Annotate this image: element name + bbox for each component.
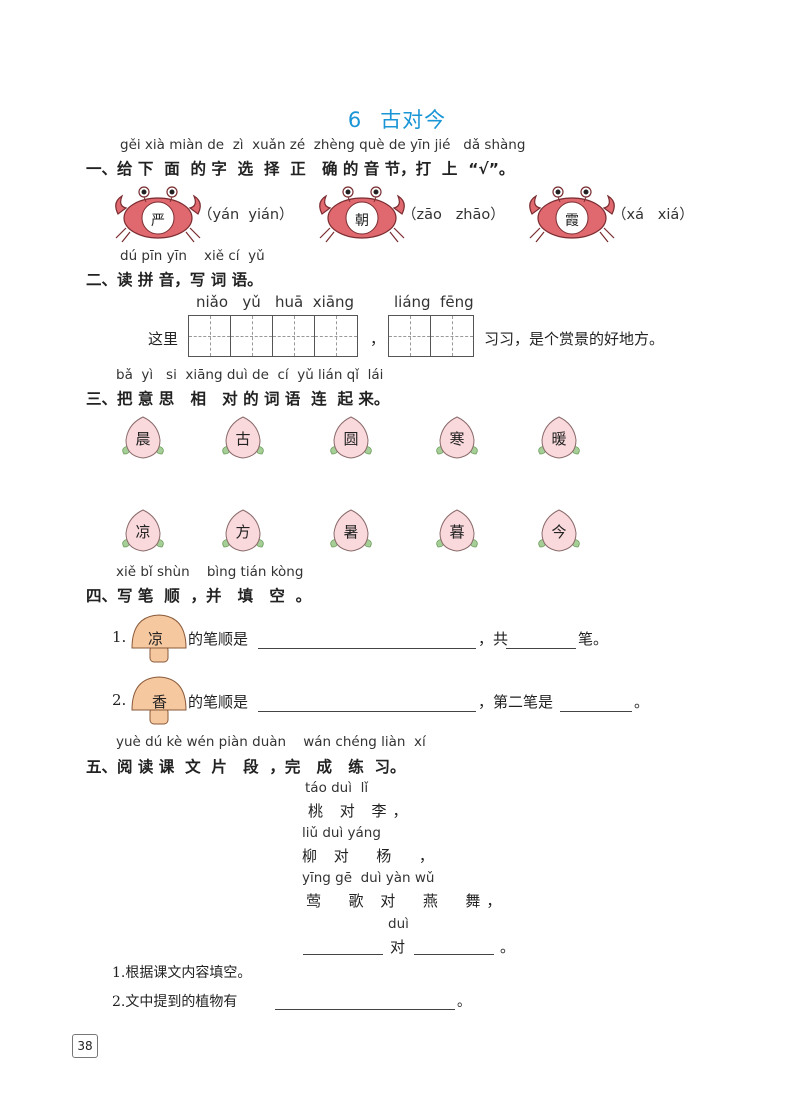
peach-icon <box>436 416 478 459</box>
blank-pinyin: duì <box>388 916 409 932</box>
q4-item2-text2: ，第二笔是 <box>478 693 554 711</box>
q4-item2-text3: 。 <box>634 693 650 711</box>
mushroom-icon <box>131 676 187 725</box>
q1-char-2: 朝 <box>355 213 369 229</box>
q4-item1-stroke-blank[interactable] <box>258 630 476 649</box>
q2-prefix: 这里 <box>148 330 179 348</box>
q2-writing-grid-2[interactable] <box>388 315 474 357</box>
poem-line-3-pinyin: yīng gē duì yàn wǔ <box>302 870 435 886</box>
q3-heading: 三、把 意 思 相 对 的 词 语 连 起 来。 <box>86 390 390 408</box>
q4-heading: 四、写 笔 顺 ，并 填 空 。 <box>86 587 312 605</box>
peach-icon <box>436 509 478 552</box>
poem-blank-1[interactable] <box>303 936 383 955</box>
q5-sub2-end: 。 <box>457 994 471 1010</box>
q3-bottom-char-5[interactable]: 今 <box>551 523 567 541</box>
q4-item1-text2: ，共 <box>478 630 509 648</box>
q5-sub2: 2.文中提到的植物有 <box>112 994 238 1010</box>
peach-icon <box>222 509 264 552</box>
q1-heading: 一、给 下 面 的 字 选 择 正 确 的 音 节，打 上 “√”。 <box>86 160 515 178</box>
q4-item1-number: 1. <box>112 628 127 646</box>
mushroom-icon <box>131 614 187 663</box>
poem-blank-2[interactable] <box>414 936 494 955</box>
poem-line-1: 桃 对 李， <box>308 802 414 820</box>
q2-word1-pinyin: niǎo yǔ huā xiāng <box>196 293 355 311</box>
lesson-number: 6 <box>347 108 363 132</box>
q5-sub1: 1.根据课文内容填空。 <box>112 965 252 981</box>
peach-icon <box>122 416 164 459</box>
peach-icon <box>122 509 164 552</box>
q5-pinyin: yuè dú kè wén piàn duàn wán chéng liàn x… <box>116 734 426 750</box>
q4-item2-number: 2. <box>112 691 127 709</box>
q2-word2-pinyin: liáng fēng <box>394 293 474 311</box>
q1-options-3[interactable]: （xá xiá） <box>612 207 694 223</box>
q5-heading: 五、阅 读 课 文 片 段 ，完 成 练 习。 <box>86 758 406 776</box>
q2-pinyin: dú pīn yīn xiě cí yǔ <box>120 248 265 264</box>
q4-item2-stroke-blank[interactable] <box>258 693 476 712</box>
q1-char-1: 严 <box>151 213 165 229</box>
page-number: 38 <box>72 1034 98 1058</box>
q3-top-char-2[interactable]: 古 <box>235 430 251 448</box>
crab-icon <box>529 186 615 243</box>
lesson-name: 古对今 <box>380 108 447 132</box>
q2-writing-grid-1[interactable] <box>188 315 358 357</box>
q3-bottom-char-2[interactable]: 方 <box>235 523 251 541</box>
poem-blank-end: 。 <box>500 938 516 956</box>
peach-icon <box>222 416 264 459</box>
peach-icon <box>538 509 580 552</box>
q5-plants-blank[interactable] <box>275 991 455 1010</box>
q4-item2-char: 香 <box>152 693 168 711</box>
peach-icon <box>538 416 580 459</box>
crab-icon <box>115 186 201 243</box>
poem-line-2-pinyin: liǔ duì yáng <box>302 825 381 841</box>
poem-blank-mid: 对 <box>390 938 406 956</box>
q3-bottom-char-1[interactable]: 凉 <box>135 523 151 541</box>
q2-suffix: 习习，是个赏景的好地方。 <box>484 330 665 348</box>
q2-comma: ， <box>370 330 386 348</box>
q4-item2-second-stroke-blank[interactable] <box>560 693 632 712</box>
poem-line-3: 莺 歌 对 燕 舞， <box>306 892 508 910</box>
q3-top-char-3[interactable]: 圆 <box>343 430 359 448</box>
q4-pinyin: xiě bǐ shùn bìng tián kòng <box>116 564 304 580</box>
q3-top-char-4[interactable]: 寒 <box>449 430 465 448</box>
peach-icon <box>330 509 372 552</box>
poem-line-2: 柳 对 杨 ， <box>302 847 440 865</box>
q4-item1-count-blank[interactable] <box>506 630 576 649</box>
q3-top-char-5[interactable]: 暖 <box>551 430 567 448</box>
q2-heading: 二、读 拼 音，写 词 语。 <box>86 271 263 289</box>
poem-line-1-pinyin: táo duì lǐ <box>305 780 369 796</box>
q4-item1-text1: 的笔顺是 <box>188 630 249 648</box>
q1-char-3: 霞 <box>565 213 579 229</box>
peach-icon <box>330 416 372 459</box>
q4-item2-text1: 的笔顺是 <box>188 693 249 711</box>
q1-options-1[interactable]: （yán yián） <box>198 207 294 223</box>
q3-bottom-char-4[interactable]: 暮 <box>449 523 465 541</box>
lesson-title: 6 古对今 <box>0 104 794 134</box>
q3-top-char-1[interactable]: 晨 <box>135 430 151 448</box>
q3-bottom-char-3[interactable]: 暑 <box>343 523 359 541</box>
q4-item1-char: 凉 <box>148 630 164 648</box>
q1-pinyin: gěi xià miàn de zì xuǎn zé zhèng què de … <box>120 137 526 153</box>
q3-pinyin: bǎ yì si xiāng duì de cí yǔ lián qǐ lái <box>116 367 384 383</box>
crab-icon <box>319 186 405 243</box>
q1-options-2[interactable]: （zāo zhāo） <box>402 207 505 223</box>
q4-item1-text3: 笔。 <box>578 630 609 648</box>
